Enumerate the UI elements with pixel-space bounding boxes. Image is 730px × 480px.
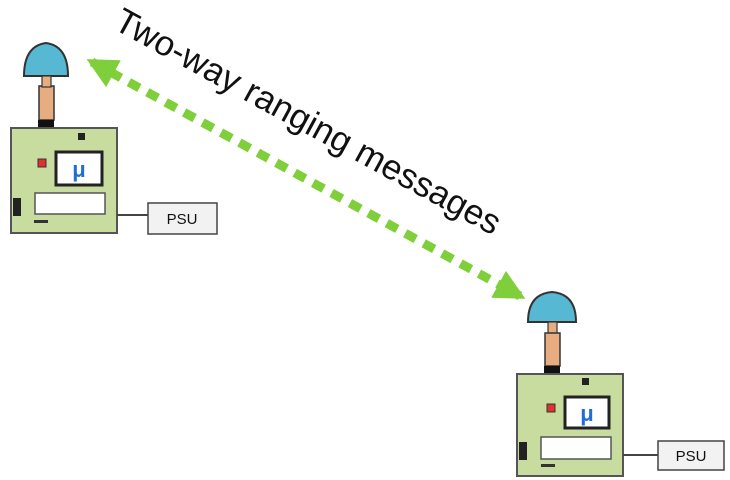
microcontroller-chip: μ: [563, 395, 611, 430]
antenna-icon: [22, 41, 70, 77]
side-connector: [13, 198, 21, 216]
antenna-stem: [38, 85, 55, 121]
psu-label: PSU: [676, 448, 707, 465]
board-component: [78, 133, 85, 140]
psu-label: PSU: [167, 211, 198, 228]
node-2: μ PSU: [516, 290, 725, 477]
antenna-connector: [544, 366, 560, 374]
led-indicator: [546, 403, 556, 413]
psu-box: [147, 202, 218, 235]
microcontroller-chip: μ: [54, 150, 104, 187]
board-marking: [34, 220, 48, 223]
chip-label: μ: [580, 401, 593, 426]
antenna-connector: [38, 120, 54, 128]
chip-label: μ: [72, 157, 85, 182]
ranging-link-arrow: [86, 58, 526, 300]
board-marking: [541, 464, 555, 467]
led-indicator: [37, 158, 47, 168]
display-panel: [34, 192, 106, 215]
display-panel: [540, 436, 612, 460]
antenna-icon: [526, 290, 578, 323]
antenna-stem: [544, 332, 561, 367]
psu-box: [657, 440, 725, 471]
node-1: μ PSU: [10, 41, 218, 235]
board-component: [582, 378, 589, 385]
side-connector: [519, 442, 527, 460]
